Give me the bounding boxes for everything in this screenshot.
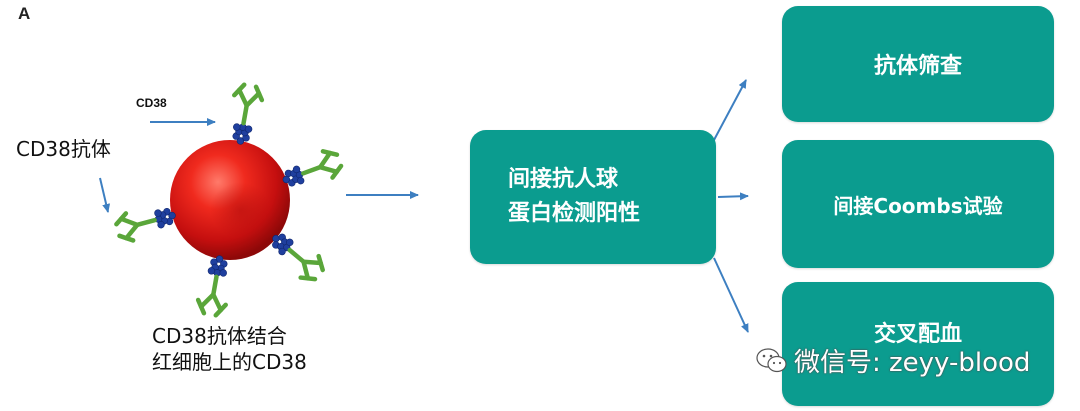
cd38-antibody (287, 247, 325, 282)
cd38-receptor (207, 255, 228, 277)
outcome-label: 抗体筛查 (873, 54, 962, 79)
branch-arrow-top (713, 79, 747, 141)
binding-label: CD38抗体结合 红细胞上的CD38 (152, 323, 307, 375)
antibody-receptor-pair (272, 233, 325, 282)
antibody-pointer-arrow (99, 177, 111, 213)
wechat-icon (756, 347, 787, 372)
cd38-receptor (232, 123, 253, 145)
antibody-receptor-pair (195, 255, 228, 318)
binding-label-line2: 红细胞上的CD38 (152, 350, 307, 374)
binding-label-line1: CD38抗体结合 (152, 324, 287, 348)
cd38-receptor (282, 165, 305, 187)
watermark-text: 微信号: zeyy-blood (794, 348, 1031, 378)
antibody-layer (114, 82, 344, 318)
outcome-box-crossmatch: 交叉配血 (782, 282, 1054, 406)
outcome-box-antibody-screening: 抗体筛查 (782, 6, 1054, 122)
center-result-box: 间接抗人球 蛋白检测阳性 (470, 130, 716, 264)
cd38-receptor (272, 233, 294, 256)
cd38-label: CD38 (136, 96, 167, 110)
red-blood-cell (170, 140, 290, 260)
center-box-line1: 间接抗人球 (508, 167, 619, 192)
watermark: 微信号: zeyy-blood (756, 342, 1030, 379)
cd38-antibody (195, 274, 228, 318)
cd38-antibody (301, 149, 344, 180)
outcome-label: 交叉配血 (873, 322, 962, 347)
cd38-antibody (232, 82, 265, 126)
antibody-receptor-pair (232, 82, 265, 145)
center-box-line2: 蛋白检测阳性 (508, 201, 641, 226)
outcome-label: 间接Coombs试验 (833, 193, 1003, 218)
cd38-antibody (114, 211, 157, 243)
outcome-box-indirect-coombs: 间接Coombs试验 (782, 140, 1054, 268)
branch-arrow-middle (717, 192, 749, 201)
antibody-label: CD38抗体 (16, 137, 111, 161)
branch-arrow-bottom (713, 257, 749, 333)
panel-label: A (18, 4, 31, 23)
antibody-receptor-pair (114, 208, 176, 243)
antibody-receptor-pair (282, 149, 344, 187)
